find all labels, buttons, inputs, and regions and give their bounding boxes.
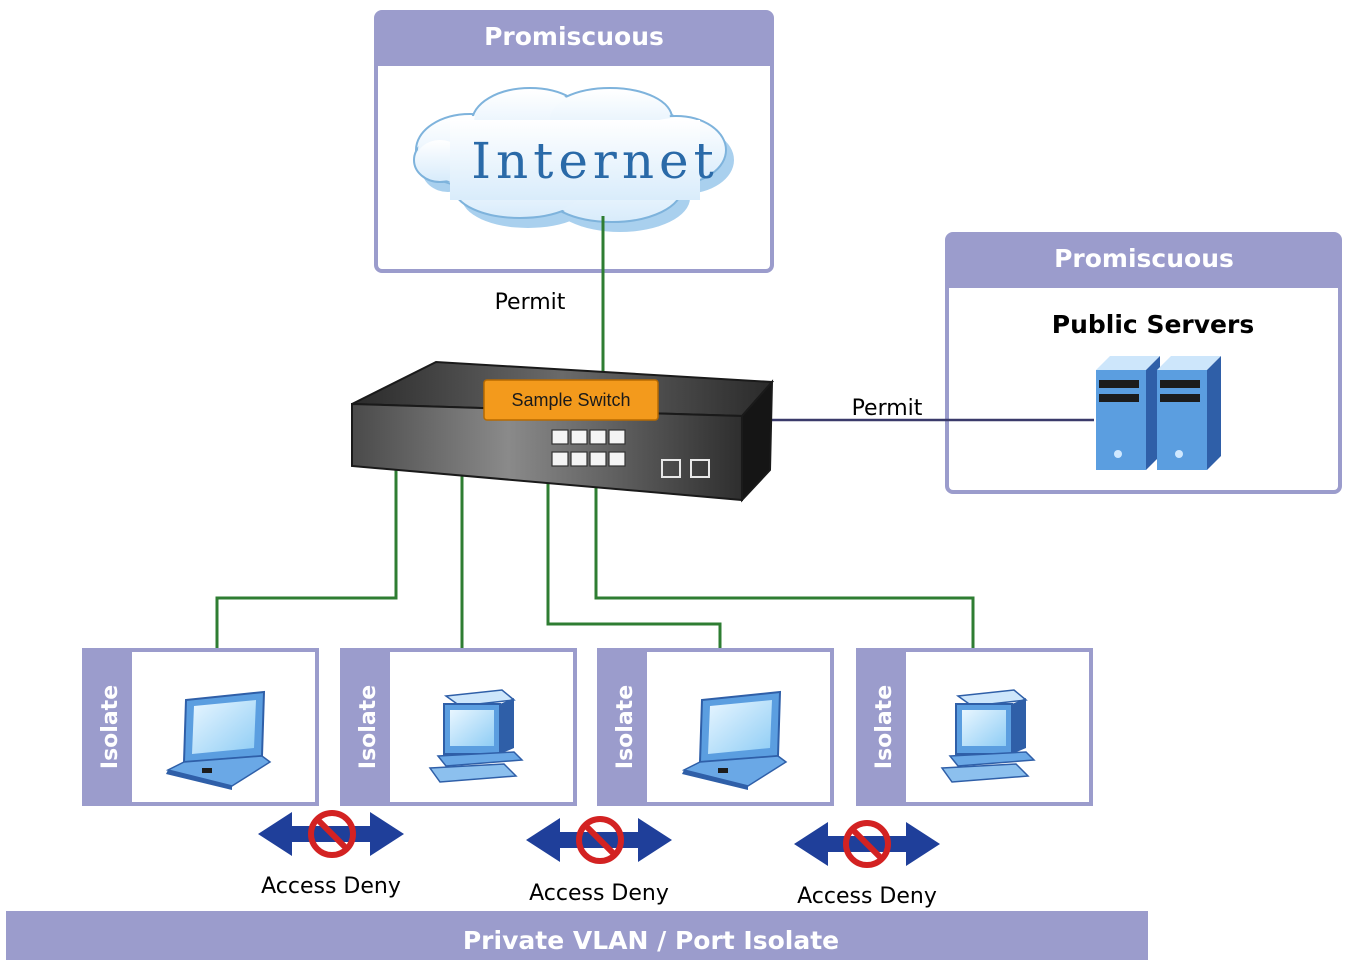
- deny-icon: [576, 816, 624, 864]
- laptop-icon: [165, 690, 272, 790]
- svg-text:Sample Switch: Sample Switch: [511, 390, 630, 410]
- deny-arrow-2: Access Deny: [526, 816, 672, 906]
- server-tower-icon: [1096, 356, 1221, 470]
- deny-arrow-3: Access Deny: [794, 820, 940, 909]
- desktop-icon: [428, 689, 524, 783]
- deny-icon: [308, 810, 356, 858]
- link-isolate-1: [215, 470, 398, 692]
- access-deny-label: Access Deny: [261, 874, 401, 899]
- desktop-icon: [940, 689, 1036, 783]
- servers-permit-label: Permit: [852, 396, 923, 421]
- isolate-label: Isolate: [872, 685, 897, 769]
- isolate-label: Isolate: [356, 685, 381, 769]
- isolate-label: Isolate: [613, 685, 638, 769]
- servers-box-header: Promiscuous: [1054, 244, 1234, 273]
- access-deny-label: Access Deny: [529, 881, 669, 906]
- internet-box-header: Promiscuous: [484, 22, 664, 51]
- footer-bar: Private VLAN / Port Isolate: [6, 911, 1148, 960]
- isolate-box-4: Isolate: [856, 648, 1093, 806]
- switch-label: Sample Switch: [483, 379, 659, 421]
- laptop-icon: [681, 690, 788, 790]
- footer-title: Private VLAN / Port Isolate: [463, 926, 839, 955]
- internet-permit-label: Permit: [495, 290, 566, 315]
- internet-cloud-icon: Internet: [413, 87, 734, 232]
- deny-icon: [843, 820, 891, 868]
- access-deny-label: Access Deny: [797, 884, 937, 909]
- link-isolate-4: [594, 484, 975, 692]
- isolate-label: Isolate: [98, 685, 123, 769]
- public-servers-title: Public Servers: [1052, 310, 1254, 339]
- deny-arrow-1: Access Deny: [258, 810, 404, 899]
- internet-label: Internet: [471, 132, 718, 190]
